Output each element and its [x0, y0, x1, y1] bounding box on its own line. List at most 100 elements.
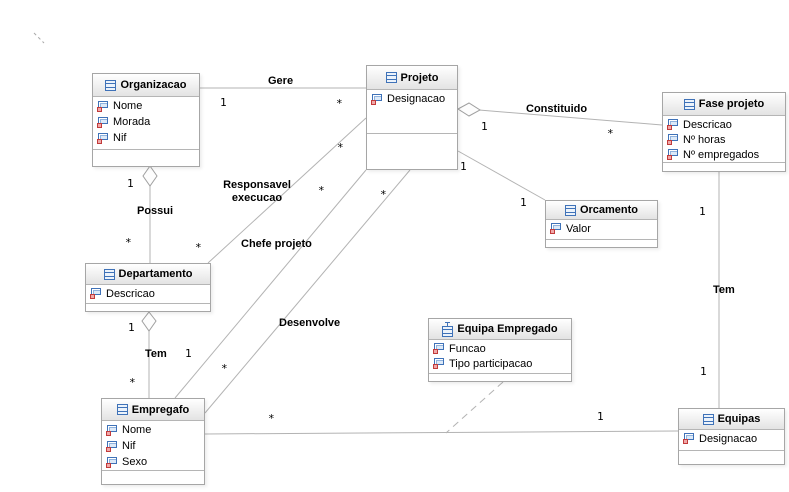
class-icon — [116, 404, 128, 415]
class-title: Organizacao — [120, 79, 187, 91]
class-title: Projeto — [400, 71, 439, 84]
constituido-association-line[interactable] — [478, 109, 663, 126]
class-title: Departamento — [118, 268, 193, 280]
attribute-row[interactable]: Tipo participacao — [432, 356, 571, 371]
multiplicity: 1 — [185, 347, 192, 360]
class-title: Equipas — [717, 413, 761, 425]
attributes-compartment: Funcao Tipo participacao — [429, 340, 571, 373]
multiplicity: 1 — [597, 410, 604, 423]
attribute-label: Nif — [122, 440, 136, 452]
class-orcamento[interactable]: Orcamento Valor — [545, 200, 658, 248]
class-header: Projeto — [367, 66, 457, 90]
attribute-icon — [96, 100, 109, 112]
attribute-row[interactable]: Descricao — [89, 286, 210, 301]
class-title: Equipa Empregado — [457, 323, 558, 335]
multiplicity: 1 — [699, 205, 706, 218]
attribute-row[interactable]: Morada — [96, 114, 199, 130]
multiplicity: * — [268, 412, 275, 425]
class-departamento[interactable]: Departamento Descricao — [85, 263, 211, 312]
desenvolve-association-line[interactable] — [204, 169, 411, 414]
responsavel-execucao-association-line[interactable] — [207, 117, 367, 264]
attribute-row[interactable]: Nº horas — [666, 132, 785, 147]
class-header: Empregafo — [102, 399, 204, 421]
attribute-label: Descricao — [106, 287, 155, 300]
attribute-icon — [370, 93, 383, 105]
association-label-tem-fase[interactable]: Tem — [713, 284, 735, 296]
constituido-aggregation-diamond[interactable] — [457, 102, 481, 117]
attributes-compartment: Nome Morada Nif — [93, 97, 199, 149]
attributes-compartment: Designacao — [367, 90, 457, 133]
attribute-row[interactable]: Nome — [96, 98, 199, 114]
attribute-row[interactable]: Designacao — [682, 431, 784, 446]
attribute-label: Nº horas — [683, 133, 726, 146]
possui-aggregation-diamond[interactable] — [142, 165, 158, 187]
association-class-dashed-link[interactable] — [445, 381, 504, 434]
attributes-compartment: Descricao Nº horas Nº empregados — [663, 116, 785, 162]
attribute-icon — [666, 149, 679, 160]
attribute-label: Designacao — [387, 93, 446, 105]
attributes-compartment: Nome Nif Sexo — [102, 421, 204, 470]
class-fase-projeto[interactable]: Fase projeto Descricao Nº horas Nº empre… — [662, 92, 786, 172]
multiplicity: 1 — [481, 120, 488, 133]
attribute-icon — [96, 116, 109, 128]
multiplicity: * — [380, 188, 387, 201]
multiplicity: * — [336, 97, 343, 110]
attributes-compartment: Descricao — [86, 285, 210, 303]
class-equipa-empregado[interactable]: Equipa Empregado Funcao Tipo participaca… — [428, 318, 572, 382]
attribute-row[interactable]: Funcao — [432, 341, 571, 356]
operations-compartment — [93, 149, 199, 166]
empregafo-equipas-association-line[interactable] — [204, 430, 679, 435]
association-label-desenvolve[interactable]: Desenvolve — [279, 317, 341, 329]
class-projeto[interactable]: Projeto Designacao — [366, 65, 458, 170]
chefe-projeto-association-line[interactable] — [174, 169, 367, 399]
operations-compartment — [102, 470, 204, 484]
attribute-label: Valor — [566, 222, 591, 235]
attribute-icon — [105, 456, 118, 468]
attribute-icon — [682, 433, 695, 444]
association-label-gere[interactable]: Gere — [268, 75, 294, 87]
attribute-icon — [96, 132, 109, 144]
class-equipas[interactable]: Equipas Designacao — [678, 408, 785, 465]
projeto-orcamento-association-line[interactable] — [457, 150, 546, 201]
attribute-label: Descricao — [683, 118, 732, 131]
operations-compartment — [367, 133, 457, 169]
operations-compartment — [663, 162, 785, 171]
attribute-row[interactable]: Designacao — [370, 91, 457, 107]
attribute-row[interactable]: Nome — [105, 422, 204, 438]
association-class-icon — [442, 321, 454, 337]
class-organizacao[interactable]: Organizacao Nome Morada Nif — [92, 73, 200, 167]
multiplicity: 1 — [128, 321, 135, 334]
attribute-row[interactable]: Nº empregados — [666, 147, 785, 162]
association-label-tem-dept[interactable]: Tem — [145, 348, 167, 360]
tem-aggregation-diamond[interactable] — [141, 311, 157, 332]
attribute-label: Nome — [113, 100, 143, 112]
attribute-row[interactable]: Nif — [96, 130, 199, 146]
class-icon — [702, 413, 714, 425]
association-label-chefe-projeto[interactable]: Chefe projeto — [241, 238, 312, 250]
class-header: Departamento — [86, 264, 210, 285]
multiplicity: 1 — [127, 177, 134, 190]
attribute-icon — [105, 424, 118, 436]
attributes-compartment: Designacao — [679, 430, 784, 450]
class-header: Fase projeto — [663, 93, 785, 116]
operations-compartment — [86, 303, 210, 311]
multiplicity: 1 — [700, 365, 707, 378]
multiplicity: * — [129, 376, 136, 389]
class-icon — [564, 204, 576, 216]
association-label-constituido[interactable]: Constituido — [526, 103, 588, 115]
multiplicity: * — [607, 127, 614, 140]
attribute-row[interactable]: Descricao — [666, 117, 785, 132]
association-label-possui[interactable]: Possui — [137, 205, 174, 217]
class-icon — [683, 98, 695, 110]
attribute-row[interactable]: Valor — [549, 221, 657, 236]
attribute-label: Nif — [113, 132, 127, 144]
attribute-row[interactable]: Nif — [105, 438, 204, 454]
class-icon — [105, 79, 117, 91]
association-label-responsavel-execucao[interactable]: Responsavel execucao — [223, 179, 291, 204]
class-empregafo[interactable]: Empregafo Nome Nif Sexo — [101, 398, 205, 485]
attribute-row[interactable]: Sexo — [105, 454, 204, 470]
attribute-icon — [105, 440, 118, 452]
attribute-label: Tipo participacao — [449, 357, 533, 370]
